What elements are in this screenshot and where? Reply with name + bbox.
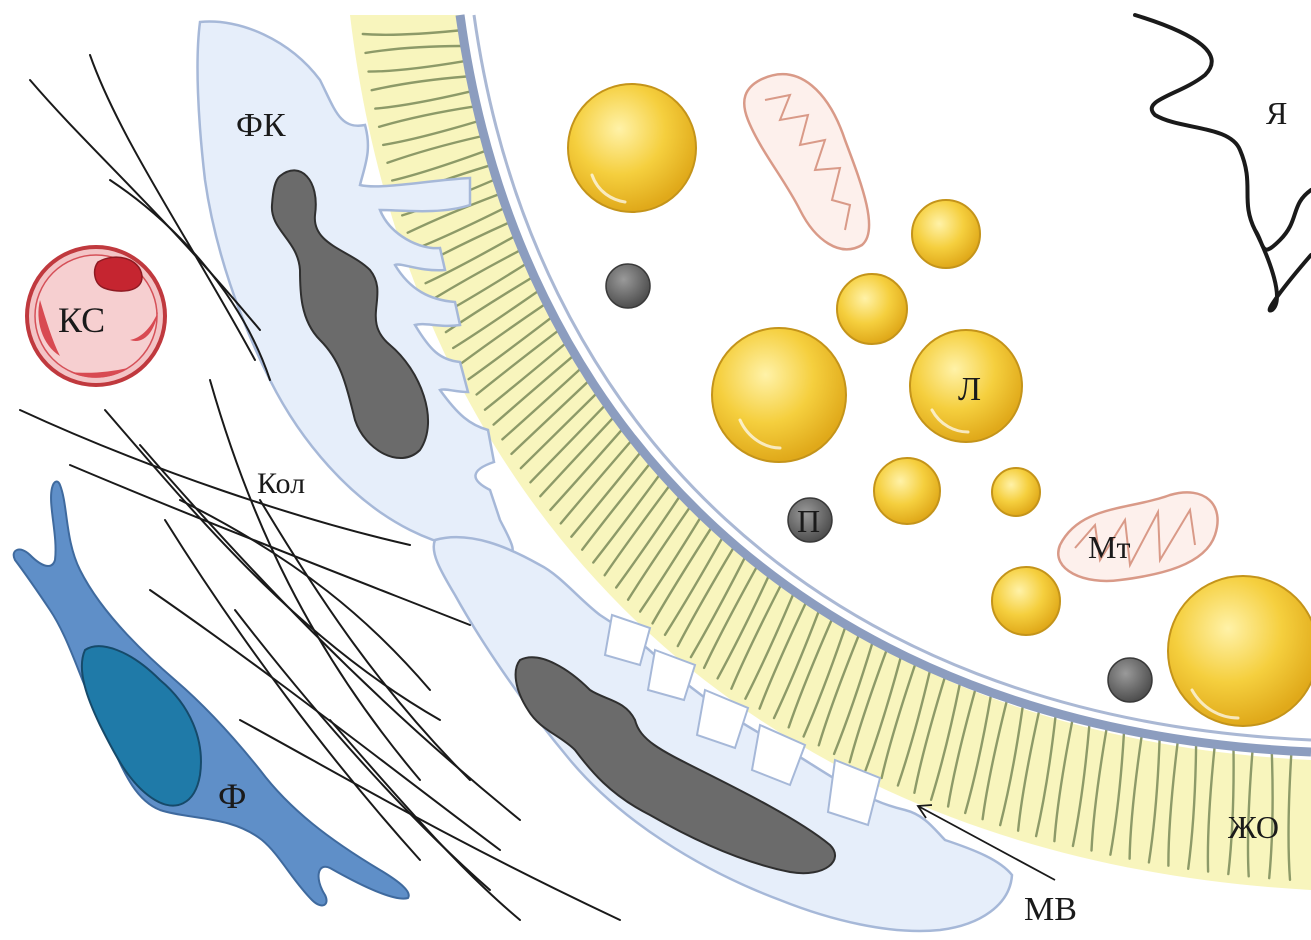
label-nucleus: Я [1266,95,1287,131]
label-mitochondrion: Мт [1088,529,1130,565]
mitochondrion-lower [1058,492,1217,581]
label-blood-cell: КС [58,300,105,340]
label-follicle-cell: ФК [236,107,286,144]
label-zona-pellucida: ЖО [1228,809,1279,845]
label-fibroblast: Ф [218,776,246,816]
label-lipid: Л [958,371,981,408]
label-collagen: Кол [257,467,305,500]
mitochondrion-upper [744,74,869,249]
fibroblast [14,482,409,906]
oocyte-nucleus-boundary [1135,15,1311,311]
label-granule: П [797,503,820,539]
label-microvilli: МВ [1024,891,1077,928]
